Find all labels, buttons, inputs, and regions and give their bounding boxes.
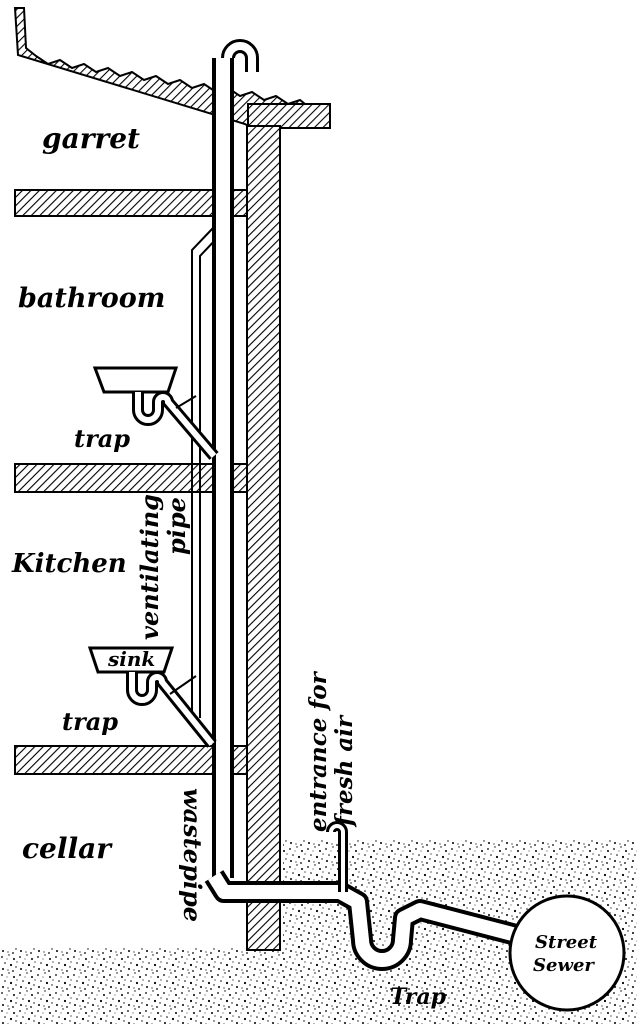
label-trap-lower: trap [62,707,118,736]
roof [13,7,331,129]
outer-wall [246,125,281,951]
label-ventilating-pipe-line2: pipe [162,497,191,555]
label-kitchen: Kitchen [11,549,127,579]
label-street-sewer-line1: Street [535,932,598,953]
label-garret: garret [42,122,140,155]
label-street-sewer-line2: Sewer [533,955,595,976]
kitchen-floor [14,745,248,775]
label-entrance-line2: fresh air [331,714,358,828]
bathroom-basin [92,366,219,460]
bathroom-floor [14,463,248,493]
waste-pipe [204,39,523,971]
label-sink: sink [107,647,155,671]
street-sewer [508,894,626,1012]
roof-eave [247,103,331,129]
label-trap-upper: trap [74,424,130,453]
garret-floor [14,189,248,217]
label-entrance-line1: entrance for [305,670,332,832]
label-wastepipe: wastepipe [178,788,207,922]
label-trap-sewer: Trap [390,984,447,1010]
label-ventilating-pipe-line1: ventilating [135,494,164,640]
floors [14,189,248,775]
label-cellar: cellar [22,832,113,865]
label-bathroom: bathroom [18,283,165,314]
kitchen-sink [87,646,217,748]
